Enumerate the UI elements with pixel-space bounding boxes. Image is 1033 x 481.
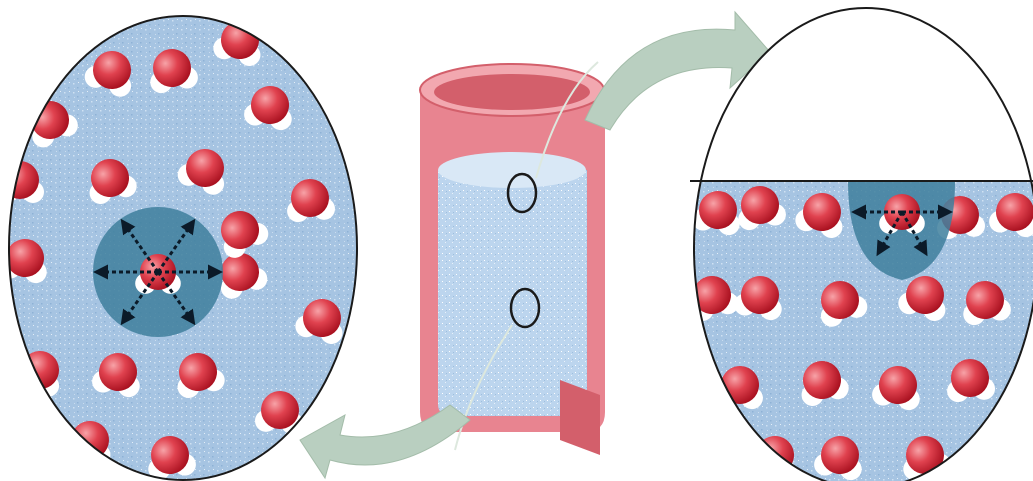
water-surface [438,152,586,188]
hydrogen-atom [746,450,773,477]
beaker-cutaway [420,62,605,455]
bulk-zoom-circle [0,0,370,481]
curved-pointer-arrow-icon [300,405,470,478]
beaker-inside [434,74,590,110]
